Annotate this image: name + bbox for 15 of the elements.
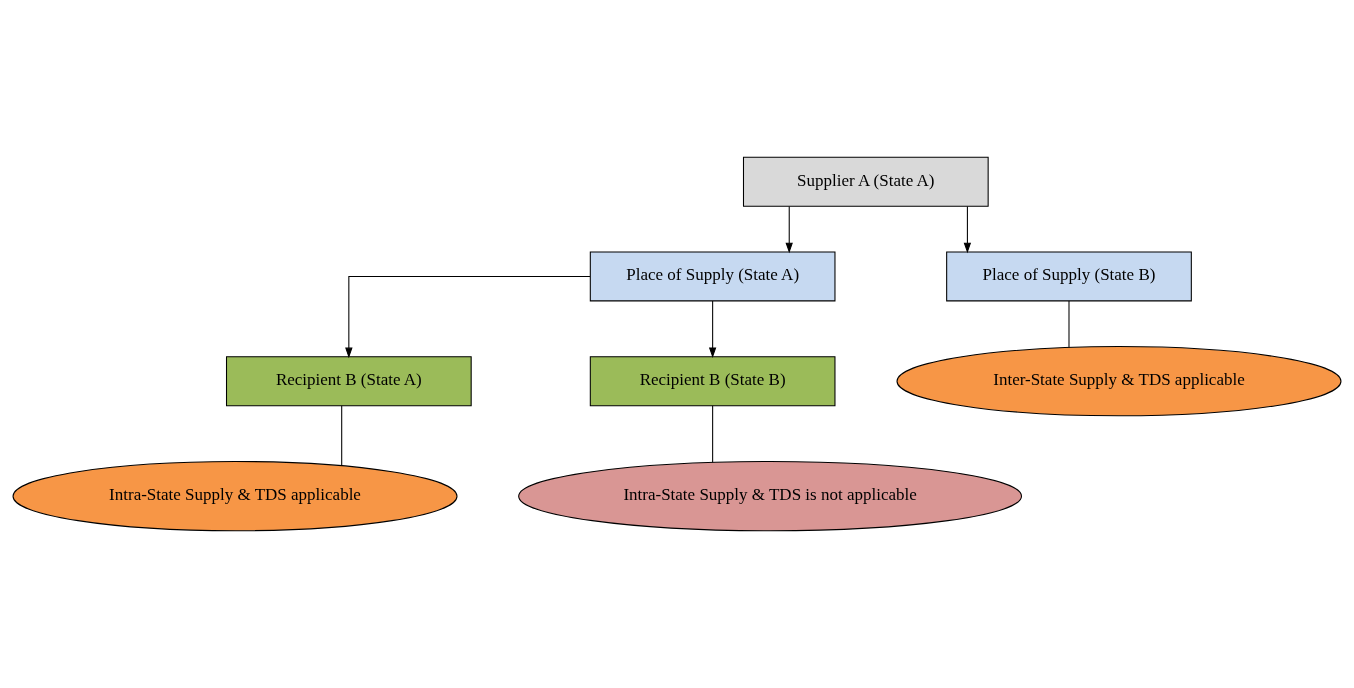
connector [712,405,714,463]
node-box: Recipient B (State A) [226,356,472,407]
node-ellipse: Intra-State Supply & TDS is not applicable [518,461,1023,532]
node-box: Recipient B (State B) [589,356,836,407]
node-box: Place of Supply (State B) [946,251,1192,302]
node-ellipse: Inter-State Supply & TDS applicable [896,346,1342,417]
arrow [708,300,717,359]
node-ellipse: Intra-State Supply & TDS applicable [12,461,458,532]
node-box: Place of Supply (State A) [589,251,836,302]
arrow [785,206,793,254]
arrow [963,206,972,254]
node-box: Supplier A (State A) [742,156,989,207]
connector [341,405,343,467]
arrow [345,276,591,359]
connector [1068,300,1070,348]
